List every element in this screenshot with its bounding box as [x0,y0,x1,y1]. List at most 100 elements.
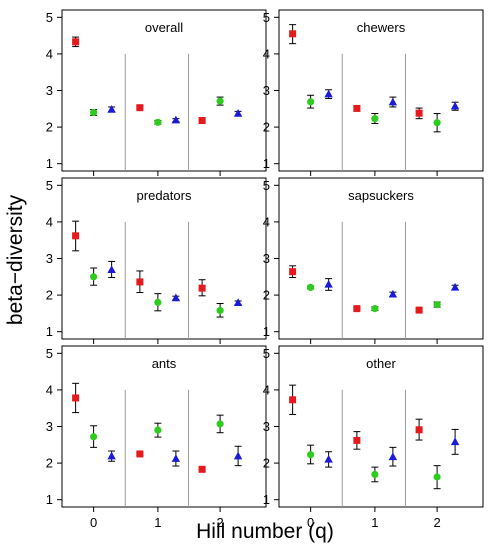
panel-sapsuckers: sapsuckers 1 2 3 4 5 [263,177,484,344]
point-square [136,450,144,458]
point-circle [307,283,315,292]
point-circle [307,451,315,459]
point-square [136,104,144,112]
panel-title: predators [137,188,192,203]
y-tick-label: 2 [46,456,53,471]
y-tick-label: 5 [46,10,53,25]
y-tick-label: 2 [263,456,270,471]
panel-ants: ants 1 2 3 4 5 0 1 2 [46,345,267,530]
point-triangle [171,115,181,124]
point-circle [433,119,441,127]
y-tick-label: 3 [46,251,53,266]
y-tick-label: 4 [263,46,270,61]
x-tick-label: 2 [433,515,440,530]
x-tick-label: 1 [154,515,161,530]
point-square [289,268,297,276]
y-tick-label: 5 [263,10,270,25]
point-square [415,306,423,314]
panel-overall: overall 1 2 3 4 5 [46,9,267,176]
x-tick-label: 2 [216,515,223,530]
point-triangle [388,97,398,106]
point-square [415,109,423,117]
point-square [289,396,297,404]
y-tick-label: 3 [46,83,53,98]
point-circle [216,420,224,428]
point-circle [154,298,162,307]
point-triangle [233,298,243,306]
y-tick-label: 1 [263,324,270,339]
y-tick-label: 1 [263,492,270,507]
point-triangle [450,282,460,291]
point-triangle [233,451,243,460]
point-circle [371,305,379,313]
y-tick-label: 1 [263,156,270,171]
y-tick-label: 5 [46,346,53,361]
point-triangle [450,437,460,446]
x-tick-label: 0 [90,515,97,530]
point-circle [371,115,379,123]
point-triangle [388,289,398,298]
point-square [136,278,144,286]
panel-title: sapsuckers [348,188,414,203]
point-square [353,305,361,313]
point-triangle [388,452,398,461]
point-square [72,38,80,46]
y-tick-label: 1 [46,492,53,507]
y-tick-label: 4 [263,382,270,397]
point-circle [90,108,98,117]
point-circle [371,470,379,479]
point-circle [154,426,162,434]
point-triangle [450,101,460,110]
point-circle [433,473,441,481]
point-triangle [324,454,333,463]
y-tick-label: 2 [263,288,270,303]
panel-title: ants [152,356,177,371]
point-square [72,232,80,240]
y-tick-label: 4 [46,214,53,229]
panel-title: other [366,356,396,371]
y-tick-label: 1 [46,156,53,171]
point-square [72,394,80,402]
point-triangle [107,451,116,460]
y-tick-label: 3 [263,251,270,266]
y-tick-label: 4 [263,214,270,229]
y-tick-label: 3 [263,83,270,98]
y-tick-label: 2 [46,288,53,303]
point-square [289,30,297,38]
point-square [198,465,206,473]
y-tick-label: 5 [46,178,53,193]
point-circle [216,306,224,315]
y-tick-label: 5 [263,178,270,193]
point-square [353,104,361,112]
point-circle [216,97,224,105]
point-triangle [233,109,243,117]
point-square [198,117,206,125]
x-tick-label: 0 [307,515,314,530]
point-circle [154,118,162,126]
point-triangle [107,265,116,274]
point-circle [307,98,315,106]
panel-title: overall [145,20,183,35]
point-square [415,426,423,434]
point-triangle [324,89,333,98]
y-tick-label: 2 [263,120,270,135]
y-axis-label: beta−diversity [4,194,27,325]
y-tick-label: 4 [46,382,53,397]
x-axis-label: Hill number (q) [196,520,334,543]
point-circle [90,433,98,441]
y-tick-label: 1 [46,324,53,339]
y-tick-label: 3 [46,419,53,434]
x-tick-label: 1 [371,515,378,530]
y-tick-label: 3 [263,419,270,434]
point-triangle [171,293,181,302]
point-triangle [107,105,116,113]
y-tick-label: 2 [46,120,53,135]
point-square [198,284,206,292]
y-tick-label: 5 [263,346,270,361]
panel-other: other 1 2 3 4 5 0 1 2 [263,345,484,530]
panel-predators: predators 1 2 3 4 5 [46,177,267,344]
point-circle [433,301,441,309]
